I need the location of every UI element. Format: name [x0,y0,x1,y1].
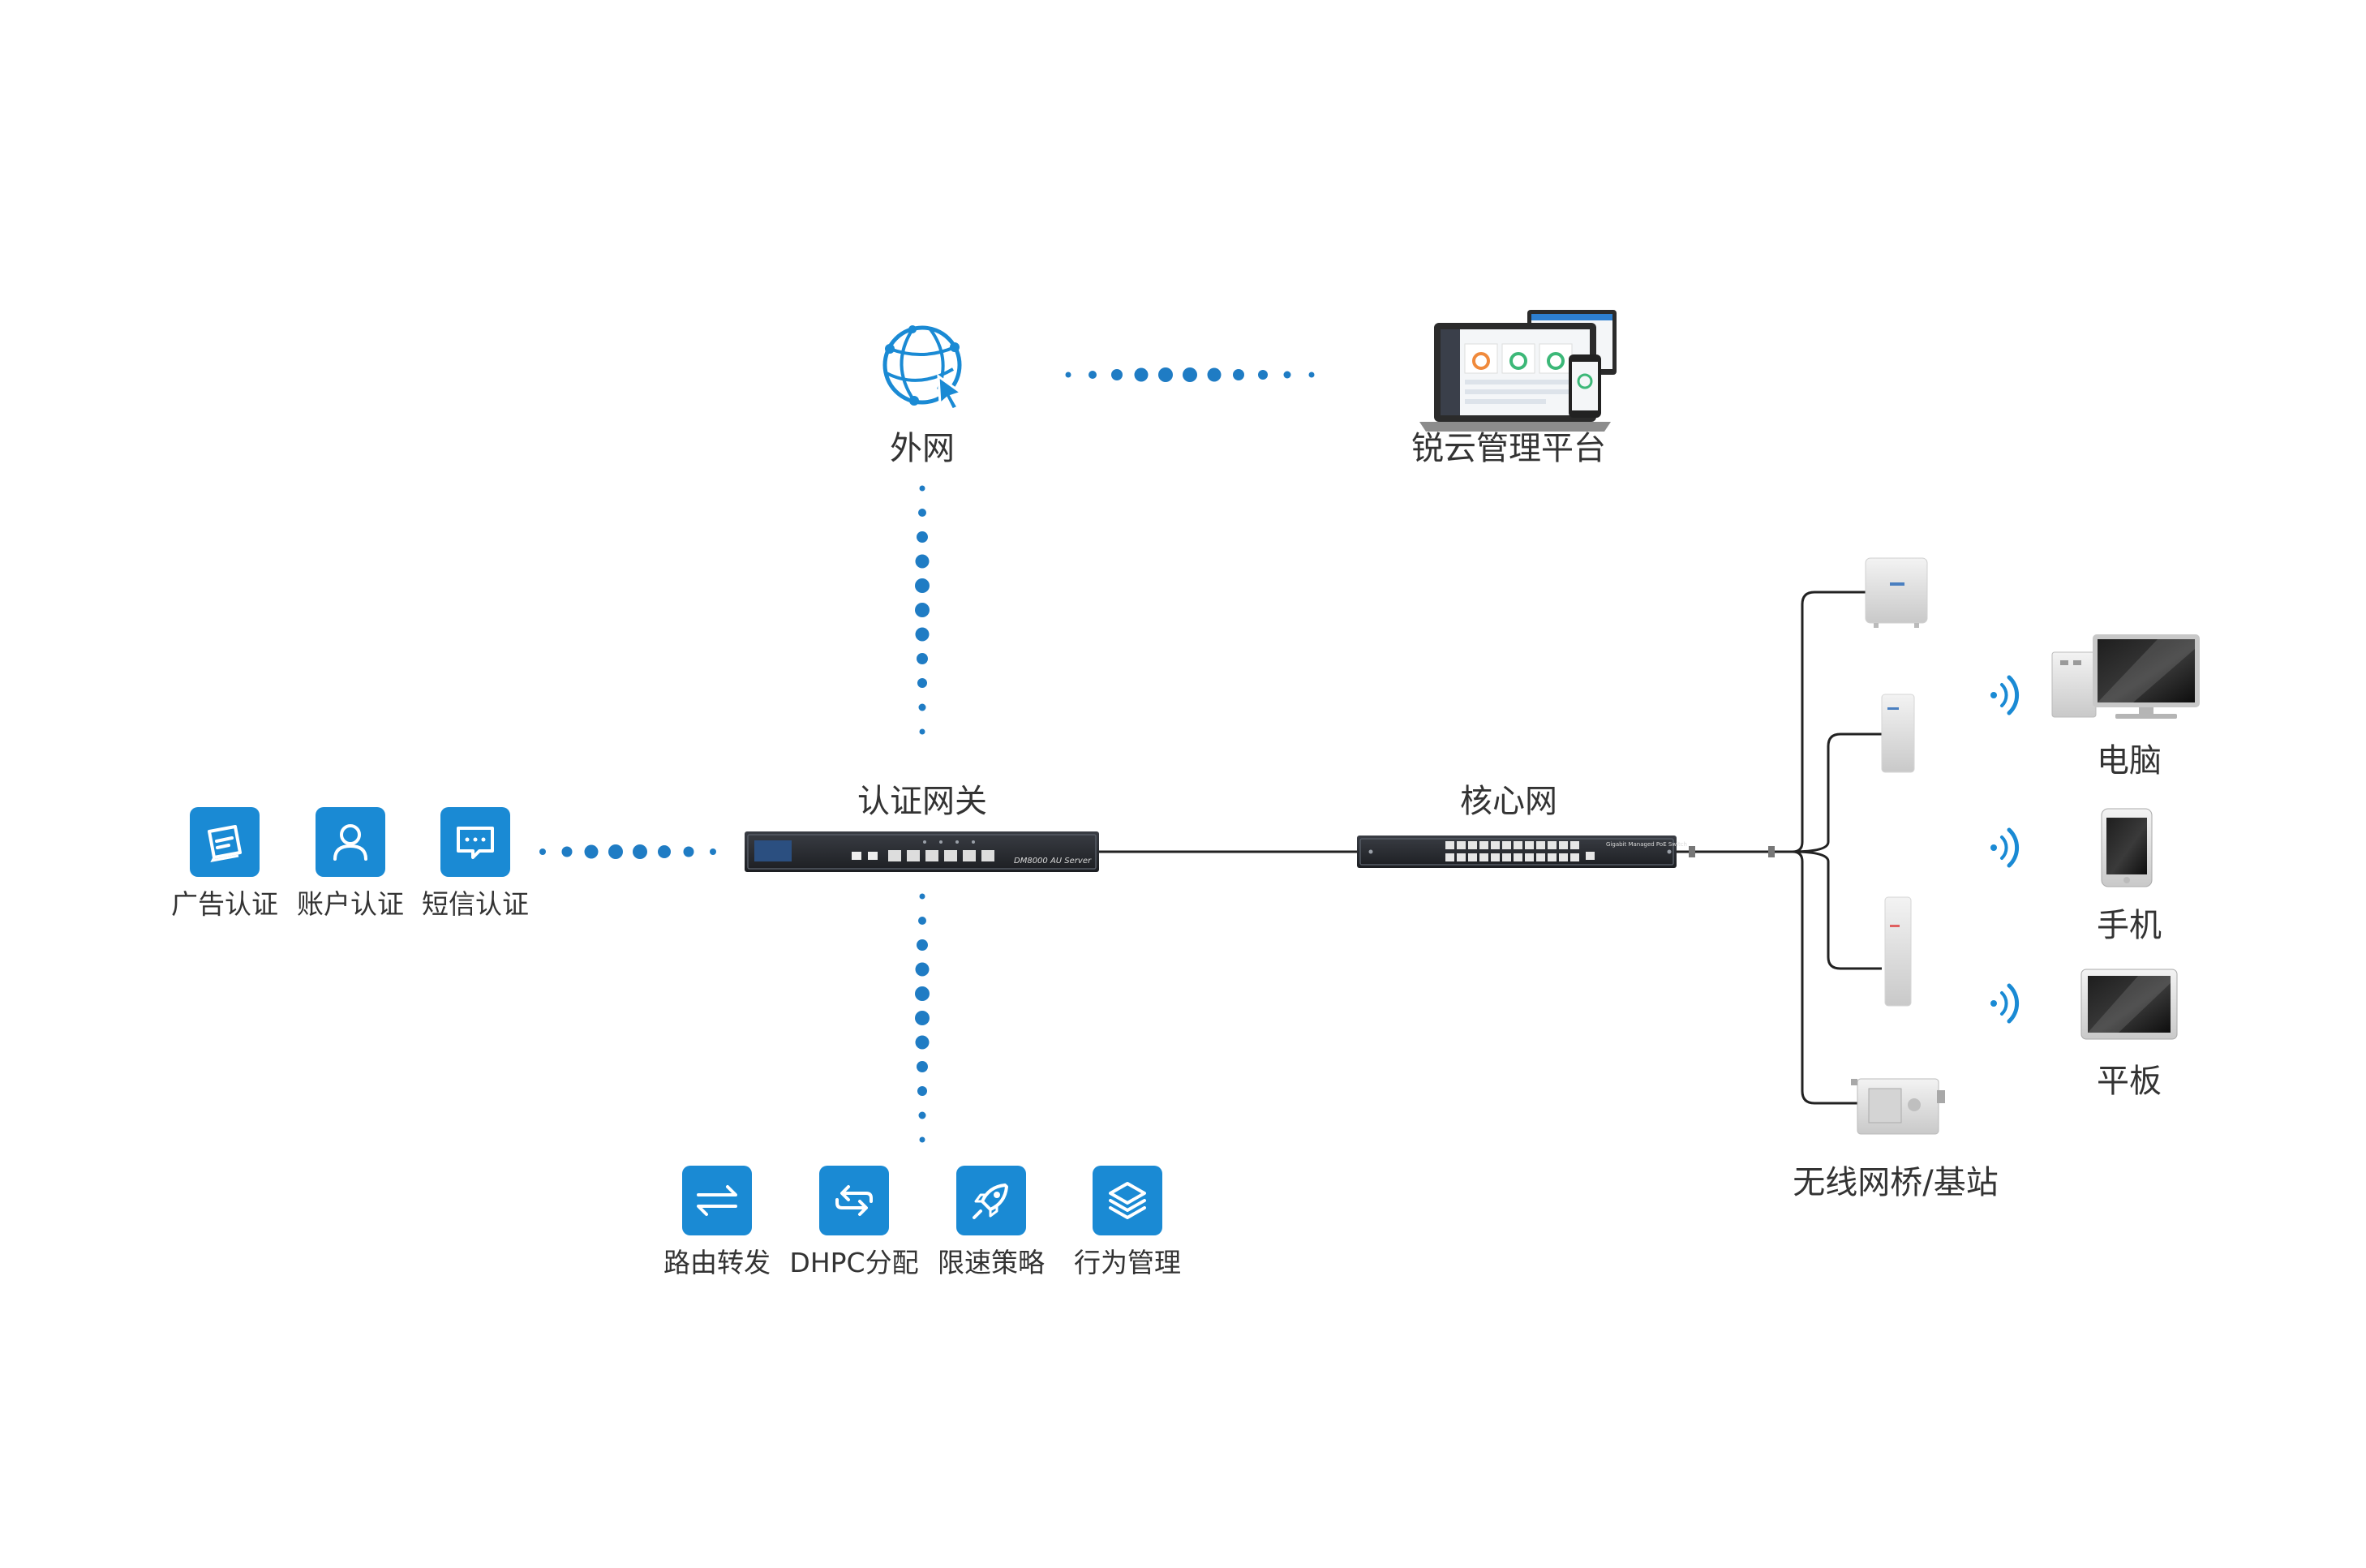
phone-label: 手机 [2097,907,2162,944]
core-switch-device [1357,836,1677,868]
internet-globe-icon [882,325,964,411]
routing-tile [682,1166,752,1235]
rate-limit-label: 限速策略 [938,1247,1045,1278]
computer-label: 电脑 [2097,742,2162,780]
dhcp-label: DHPC分配 [789,1247,919,1278]
tablet-icon [2080,969,2178,1040]
wireless-bridge-device [1884,896,1912,1007]
account-auth-label: 账户认证 [297,888,404,920]
dotted-line-internet-to-gateway [915,485,930,735]
dotted-line-auth-to-gateway [539,844,716,859]
cloud-platform-devices-icon [1419,310,1617,432]
wireless-bridge-label: 无线网桥/基站 [1793,1164,1999,1201]
auth-gateway-label: 认证网关 [857,783,987,820]
swap-rounded-icon [835,1185,873,1216]
cloud-platform-label: 锐云管理平台 [1411,430,1606,467]
base-station-device [1851,1078,1945,1135]
switch-model-print: Gigabit Managed PoE Switch [1606,841,1687,848]
tablet-label: 平板 [2097,1063,2162,1100]
sms-message-icon [457,827,494,859]
rocket-icon [973,1184,1008,1219]
internet-label: 外网 [890,430,955,467]
wifi-signal-icon-phone [1990,827,2020,868]
behavior-mgmt-label: 行为管理 [1074,1247,1181,1278]
dotted-line-internet-to-platform [1065,367,1315,382]
behavior-mgmt-tile [1093,1166,1162,1235]
gateway-model-print: DM8000 AU Server [1014,857,1092,866]
wifi-signal-icon-computer [1990,675,2020,715]
layers-icon [1109,1182,1146,1219]
ad-card-icon [208,825,242,863]
core-network-label: 核心网 [1460,783,1557,820]
auth-gateway-device [745,831,1099,872]
ad-auth-label: 广告认证 [171,888,278,920]
account-auth-tile [316,807,385,877]
sms-auth-tile [440,807,510,877]
wireless-ap-panel-device [1865,557,1928,628]
ad-auth-tile [190,807,260,877]
user-icon [333,824,367,861]
rate-limit-tile [956,1166,1026,1235]
cable-connectors [1689,846,1775,857]
dotted-line-gateway-to-features [915,893,930,1143]
computer-icon [2051,634,2200,719]
routing-label: 路由转发 [663,1247,771,1278]
phone-icon [2101,808,2153,887]
wifi-signal-icon-tablet [1990,983,2020,1024]
wireless-cpe-device [1881,694,1915,773]
link-switch-to-wireless-tree [1677,591,1882,1105]
arrows-swap-icon [697,1185,737,1216]
sms-auth-label: 短信认证 [422,888,529,920]
dhcp-tile [819,1166,889,1235]
